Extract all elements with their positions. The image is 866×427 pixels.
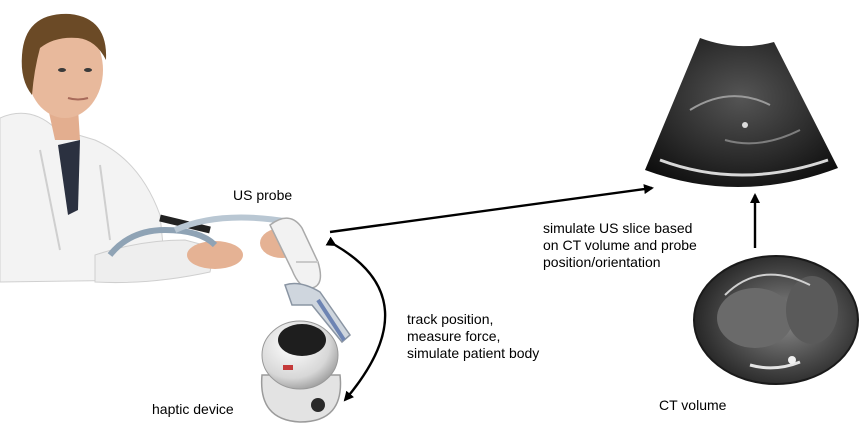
arrow-haptic-probe-bidirectional — [325, 236, 387, 402]
person-illustration — [0, 13, 304, 284]
arrow-probe-to-ultrasound — [329, 184, 654, 234]
label-track-line: simulate patient body — [407, 345, 540, 361]
haptic-device-illustration — [260, 282, 351, 423]
label-track-position: track position, measure force, simulate … — [407, 311, 539, 362]
ct-volume-image — [693, 255, 859, 385]
label-simulate-line: position/orientation — [543, 254, 661, 270]
label-track-line: track position, — [407, 311, 494, 327]
label-track-line: measure force, — [407, 328, 501, 344]
label-simulate-us-slice: simulate US slice based on CT volume and… — [543, 220, 697, 271]
label-simulate-line: on CT volume and probe — [543, 237, 697, 253]
label-simulate-line: simulate US slice based — [543, 220, 693, 236]
us-probe-illustration — [269, 217, 322, 289]
label-ct-volume: CT volume — [659, 397, 727, 413]
label-haptic-device: haptic device — [152, 401, 234, 417]
probe-cables — [107, 214, 291, 257]
ultrasound-slice-image — [645, 38, 838, 188]
label-us-probe: US probe — [233, 187, 293, 203]
